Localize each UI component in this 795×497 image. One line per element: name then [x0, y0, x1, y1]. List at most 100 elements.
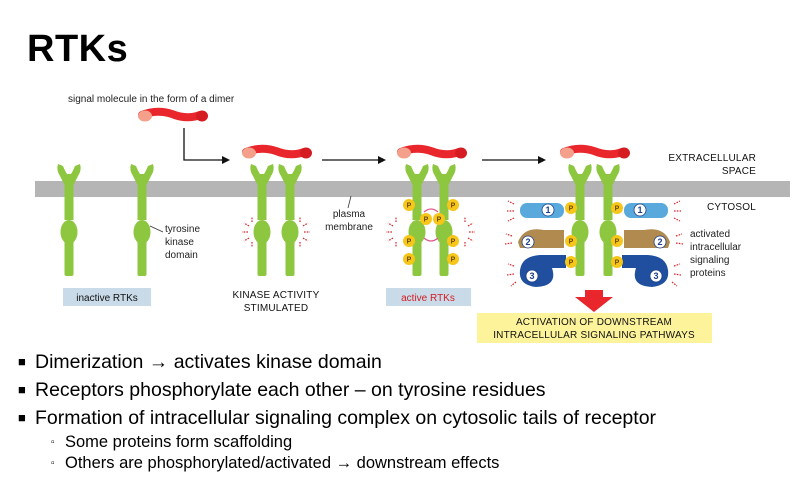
bullet-text: Formation of intracellular signaling com… — [35, 407, 657, 429]
phosphate-label: P — [451, 257, 456, 264]
phosphate-label: P — [451, 203, 456, 210]
kinase-activity-line2: STIMULATED — [244, 303, 309, 314]
activated-proteins-line2: intracellular — [690, 242, 742, 253]
phosphate-label: P — [569, 206, 574, 213]
activation-ticks-complex — [504, 200, 684, 287]
activity-ticks-right — [299, 216, 311, 248]
stage-arrow-1-head — [378, 156, 386, 164]
signal-binding-arrowhead — [222, 156, 230, 164]
cross-phosphorylation-arrows — [423, 208, 439, 242]
bullet-text: Dimerization → activates kinase domain — [35, 351, 382, 373]
downstream-line2: INTRACELLULAR SIGNALING PATHWAYS — [493, 330, 695, 341]
phosphate-circle — [447, 235, 459, 247]
extracellular-label-line1: EXTRACELLULAR — [668, 153, 756, 164]
phosphate-label: P — [615, 206, 620, 213]
inactive-rtks-tag — [63, 288, 151, 306]
protein-number-label: 3 — [653, 271, 658, 281]
phosphate-label: P — [569, 260, 574, 267]
bullet-marker: ■ — [18, 410, 26, 425]
extracellular-label-line2: SPACE — [722, 166, 756, 177]
plasma-label: plasma — [333, 209, 366, 220]
stage-arrow-2-head — [538, 156, 546, 164]
activated-proteins-line4: proteins — [690, 268, 726, 279]
kinase-activity-line1: KINASE ACTIVITY — [233, 290, 320, 301]
activated-proteins-line1: activated — [690, 229, 730, 240]
phosphotyrosine-group-complex: P P P P P P — [565, 202, 623, 268]
bound-signal-dimer-stage2 — [242, 148, 312, 159]
protein-number-label: 2 — [657, 237, 662, 247]
phosphate-label: P — [424, 217, 429, 224]
dimerized-rtk-left — [250, 164, 274, 276]
phosphate-circle — [611, 235, 623, 247]
phosphate-circle — [565, 202, 577, 214]
downstream-line1: ACTIVATION OF DOWNSTREAM — [516, 317, 672, 328]
tyrosine-label: tyrosine — [165, 224, 200, 235]
phosphate-label: P — [407, 257, 412, 264]
phosphate-label: P — [437, 217, 442, 224]
inactive-rtks-label: inactive RTKs — [76, 293, 138, 304]
signaling-protein-numbers: 1 1 2 2 3 3 — [521, 203, 667, 283]
phosphate-label: P — [407, 239, 412, 246]
dimerized-rtk-right — [278, 164, 302, 276]
phosphate-circle — [403, 235, 415, 247]
phosphate-label: P — [451, 239, 456, 246]
inactive-rtk-left — [57, 164, 81, 276]
phosphate-circle — [433, 213, 445, 225]
sub-bullet-marker: ▫ — [51, 458, 55, 469]
phosphate-label: P — [569, 239, 574, 246]
phosphate-circle — [611, 202, 623, 214]
membrane-pointer-line — [347, 195, 352, 209]
phosphate-circle — [420, 213, 432, 225]
sub-bullet-list: ▫ Some proteins form scaffolding ▫ Others … — [18, 432, 788, 474]
protein-number-badge — [521, 235, 535, 249]
protein-number-label: 3 — [529, 271, 534, 281]
inactive-rtk-right — [130, 164, 154, 276]
downstream-tag — [477, 313, 712, 343]
phosphotyrosine-group-stage3: P P P P P P P P — [403, 199, 459, 265]
bullet-list: ■Dimerization → activates kinase domain … — [18, 348, 788, 474]
protein-number-label: 1 — [637, 205, 642, 215]
sub-bullet-text: Some proteins form scaffolding — [65, 433, 293, 451]
sub-bullet-item: ▫ Some proteins form scaffolding — [51, 432, 788, 453]
active-rtks-label: active RTKs — [401, 293, 455, 304]
phosphate-label: P — [407, 203, 412, 210]
activity-ticks-stage3-right — [464, 216, 476, 248]
bullet-marker: ■ — [18, 354, 26, 369]
activity-ticks-left — [241, 216, 253, 248]
phosphate-circle — [403, 199, 415, 211]
membrane-label: membrane — [325, 222, 373, 233]
protein-number-badge — [541, 203, 555, 217]
protein-number-label: 2 — [525, 237, 530, 247]
signal-dimer-free — [138, 111, 208, 122]
sub-bullet-marker: ▫ — [51, 437, 55, 448]
protein-number-badge — [649, 269, 663, 283]
phosphate-circle — [565, 256, 577, 268]
bound-signal-dimer-stage3 — [397, 148, 467, 159]
bullet-item: ■ Dimerization → activates kinase domain — [18, 348, 788, 376]
activity-ticks-stage3-left — [385, 216, 397, 248]
signaling-protein-3-left — [519, 255, 566, 287]
signaling-protein-3-right — [622, 255, 669, 287]
kinase-pointer-line — [149, 225, 164, 233]
active-rtks-tag — [386, 288, 471, 306]
phosphate-circle — [611, 256, 623, 268]
phosphate-label: P — [615, 260, 620, 267]
phosphate-circle — [565, 235, 577, 247]
sub-bullet-item: ▫ Others are phosphorylated/activated → d… — [51, 453, 788, 474]
sub-bullet-text: Others are phosphorylated/activated → do… — [65, 454, 500, 472]
protein-number-badge — [525, 269, 539, 283]
activated-proteins-line3: signaling — [690, 255, 729, 266]
phosphate-circle — [403, 253, 415, 265]
protein-number-badge — [653, 235, 667, 249]
downstream-red-arrow — [575, 290, 613, 312]
protein-number-badge — [633, 203, 647, 217]
phosphate-label: P — [615, 239, 620, 246]
bound-signal-dimer-stage4 — [560, 148, 630, 159]
phosphate-circle — [447, 253, 459, 265]
signal-binding-arrow — [183, 128, 222, 161]
bullet-marker: ■ — [18, 382, 26, 397]
phosphate-circle — [447, 199, 459, 211]
bullet-item: ■ Formation of intracellular signaling co… — [18, 404, 788, 474]
protein-number-label: 1 — [545, 205, 550, 215]
bullet-item: ■Receptors phosphorylate each other – on… — [18, 376, 788, 404]
